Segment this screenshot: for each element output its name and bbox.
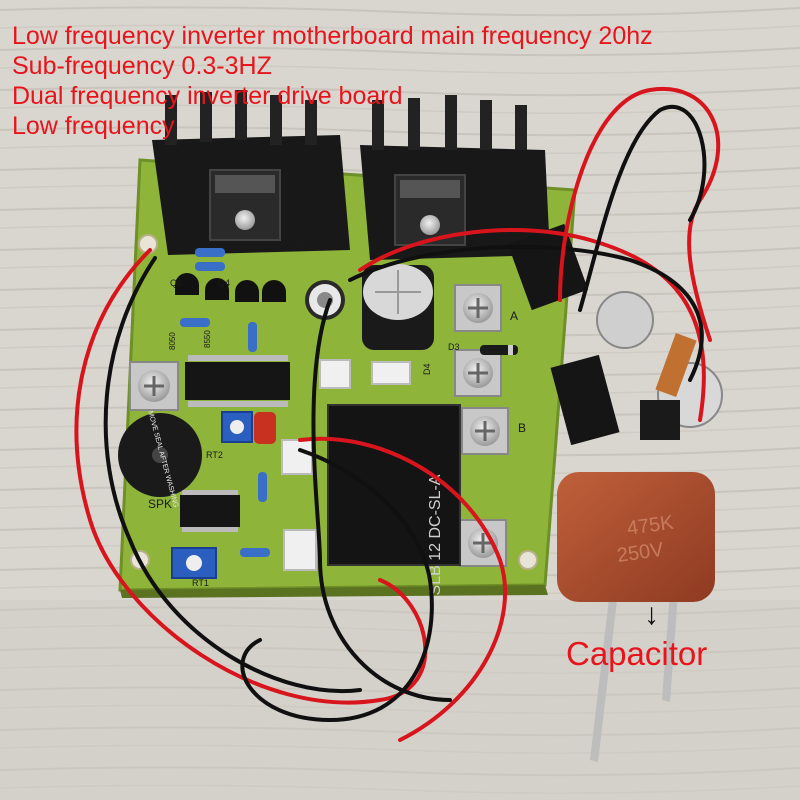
screw-terminals <box>129 284 509 567</box>
caption-line-2: Sub-frequency 0.3-3HZ <box>12 52 272 80</box>
capacitor-label: Capacitor <box>566 635 708 672</box>
label-spk: SPK <box>148 497 172 511</box>
connector-white <box>281 439 313 475</box>
connector-white <box>371 361 411 385</box>
mounting-hole <box>518 550 538 570</box>
down-arrow-icon: ↓ <box>644 598 659 631</box>
film-capacitor: 475K 250V <box>557 472 715 762</box>
heatsink-left <box>152 90 350 255</box>
small-transistors <box>175 273 286 302</box>
wires <box>74 86 721 742</box>
label-q3: Q3 <box>170 278 182 288</box>
ic-chip-upper <box>185 355 290 407</box>
label-rt2: RT2 <box>206 450 223 460</box>
label-q2: Q2 <box>472 238 482 250</box>
label-terminal-a: A <box>510 309 518 323</box>
background-shade <box>0 600 800 800</box>
pcb-board-shadow <box>120 585 548 598</box>
label-d4: D4 <box>422 363 432 375</box>
label-q1: Q1 <box>292 238 302 250</box>
label-8050: 8050 <box>168 332 177 350</box>
relay: SLB 12 DC-SL-A <box>327 404 461 595</box>
relay-marking: SLB 12 DC-SL-A <box>427 474 444 595</box>
label-terminal-b: B <box>518 421 526 435</box>
red-capacitor <box>254 412 276 444</box>
label-q4: Q4 <box>218 278 230 288</box>
buzzer: REMOVE SEAL AFTER WASHING <box>118 401 202 508</box>
label-d3: D3 <box>448 342 460 352</box>
caption-line-1: Low frequency inverter motherboard main … <box>12 22 653 50</box>
connector-white <box>319 359 351 389</box>
label-8550: 8550 <box>203 330 212 348</box>
electrolytic-capacitor-large <box>362 264 434 350</box>
electrolytic-capacitor-small <box>305 280 345 320</box>
label-rt1: RT1 <box>192 578 209 588</box>
caption-line-4: Low frequency <box>12 112 175 140</box>
trimmer-rt1 <box>171 547 217 579</box>
caption-line-3: Dual frequency inverter drive board <box>12 82 403 110</box>
connector-white <box>283 529 317 571</box>
silkscreen-labels: SPK RT1 RT2 Q3 Q4 Q1 Q2 D3 D4 8550 8050 … <box>148 238 526 588</box>
ic-chip-lower <box>180 490 240 532</box>
potentiometer <box>596 291 723 440</box>
resistors <box>180 248 270 557</box>
